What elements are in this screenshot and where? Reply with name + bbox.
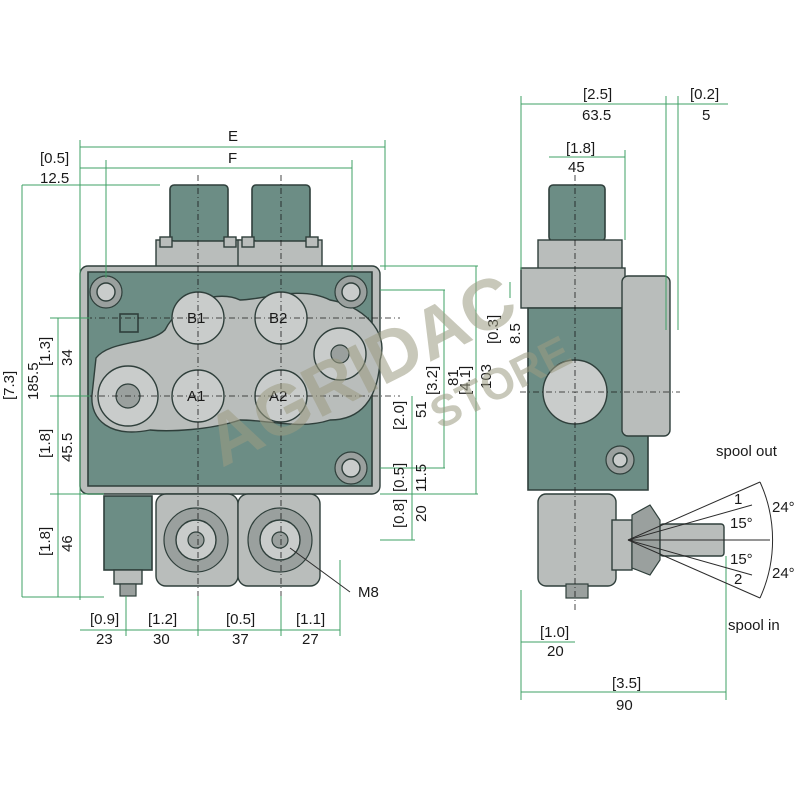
port-label-a2: A2	[269, 388, 287, 405]
lever-pos-1: 1	[734, 491, 742, 508]
side-lever-housing	[537, 493, 617, 587]
side-width-mm: 63.5	[582, 107, 611, 124]
dim-label-e: E	[228, 128, 238, 145]
plug-square	[119, 313, 139, 333]
dim-right-a-mm: 81	[445, 369, 462, 386]
spool-cap-right	[237, 184, 323, 271]
dim-right-a-in: [3.2]	[424, 366, 441, 395]
lever-spool-in: spool in	[728, 617, 780, 634]
dim-upper-mm: 34	[59, 349, 76, 366]
dim-right-d-mm: 11.5	[413, 464, 430, 492]
dim-right-c-in: [2.0]	[391, 401, 408, 430]
side-short-mm: 20	[547, 643, 564, 660]
dim-total-mm: 185.5	[25, 362, 42, 400]
dim-bottom-4-mm: 27	[302, 631, 319, 648]
lever-angle-out-outer: 24°	[772, 499, 795, 516]
side-long-in: [3.5]	[612, 675, 641, 692]
dim-bottom-4-in: [1.1]	[296, 611, 325, 628]
side-spool-cap	[548, 184, 606, 242]
side-long-mm: 90	[616, 697, 633, 714]
thread-label-m8: M8	[358, 584, 379, 601]
dim-offset-in: [0.5]	[40, 150, 69, 167]
bolt-top-right	[334, 275, 368, 309]
side-spool-in: [1.8]	[566, 140, 595, 157]
dim-label-f: F	[228, 150, 237, 167]
side-view: [2.5] 63.5 [0.2] 5 [1.8] 45 [0.3] 8.5 [1…	[485, 86, 795, 714]
dim-right-e-in: [0.8]	[391, 499, 408, 528]
relief-valve	[103, 495, 153, 571]
lever-angle-in-outer: 24°	[772, 565, 795, 582]
dim-right-d-in: [0.5]	[391, 463, 408, 492]
bolt-bottom-right	[334, 451, 368, 485]
dim-total-in: [7.3]	[1, 371, 18, 400]
side-edge-mm: 5	[702, 107, 710, 124]
lever-angle-in-inner: 15°	[730, 551, 753, 568]
dim-mid-in: [1.8]	[37, 429, 54, 458]
dim-upper-in: [1.3]	[37, 337, 54, 366]
dim-right-b-in: [4.1]	[457, 366, 474, 395]
dim-offset-mm: 12.5	[40, 170, 69, 187]
dim-lower-in: [1.8]	[37, 527, 54, 556]
side-edge-in: [0.2]	[690, 86, 719, 103]
side-top-flange	[520, 267, 626, 309]
port-label-b1: B1	[187, 310, 205, 327]
dim-mid-mm: 45.5	[59, 433, 76, 462]
dim-right-c-mm: 51	[413, 401, 430, 418]
side-right-a-mm: 8.5	[507, 323, 524, 344]
lever-housing-left	[155, 493, 239, 587]
dim-bottom-3-mm: 37	[232, 631, 249, 648]
dim-right-e-mm: 20	[413, 505, 430, 522]
dim-bottom-3-in: [0.5]	[226, 611, 255, 628]
dim-bottom-2-in: [1.2]	[148, 611, 177, 628]
dim-bottom-1-in: [0.9]	[90, 611, 119, 628]
side-width-in: [2.5]	[583, 86, 612, 103]
dim-right-b-mm: 103	[478, 364, 495, 389]
port-label-b2: B2	[269, 310, 287, 327]
side-short-in: [1.0]	[540, 624, 569, 641]
lever-angle-out-inner: 15°	[730, 515, 753, 532]
dim-lower-mm: 46	[59, 535, 76, 552]
dim-bottom-1-mm: 23	[96, 631, 113, 648]
side-spool-mm: 45	[568, 159, 585, 176]
side-port-boss	[621, 275, 671, 437]
lever-spool-out: spool out	[716, 443, 778, 460]
port-label-a1: A1	[187, 388, 205, 405]
lever-pos-2: 2	[734, 571, 742, 588]
side-right-a-in: [0.3]	[485, 315, 502, 344]
lever-housing-right	[237, 493, 321, 587]
front-view: B1 B2 A1 A2 E F	[1, 128, 495, 648]
dim-bottom-2-mm: 30	[153, 631, 170, 648]
bolt-top-left	[89, 275, 123, 309]
